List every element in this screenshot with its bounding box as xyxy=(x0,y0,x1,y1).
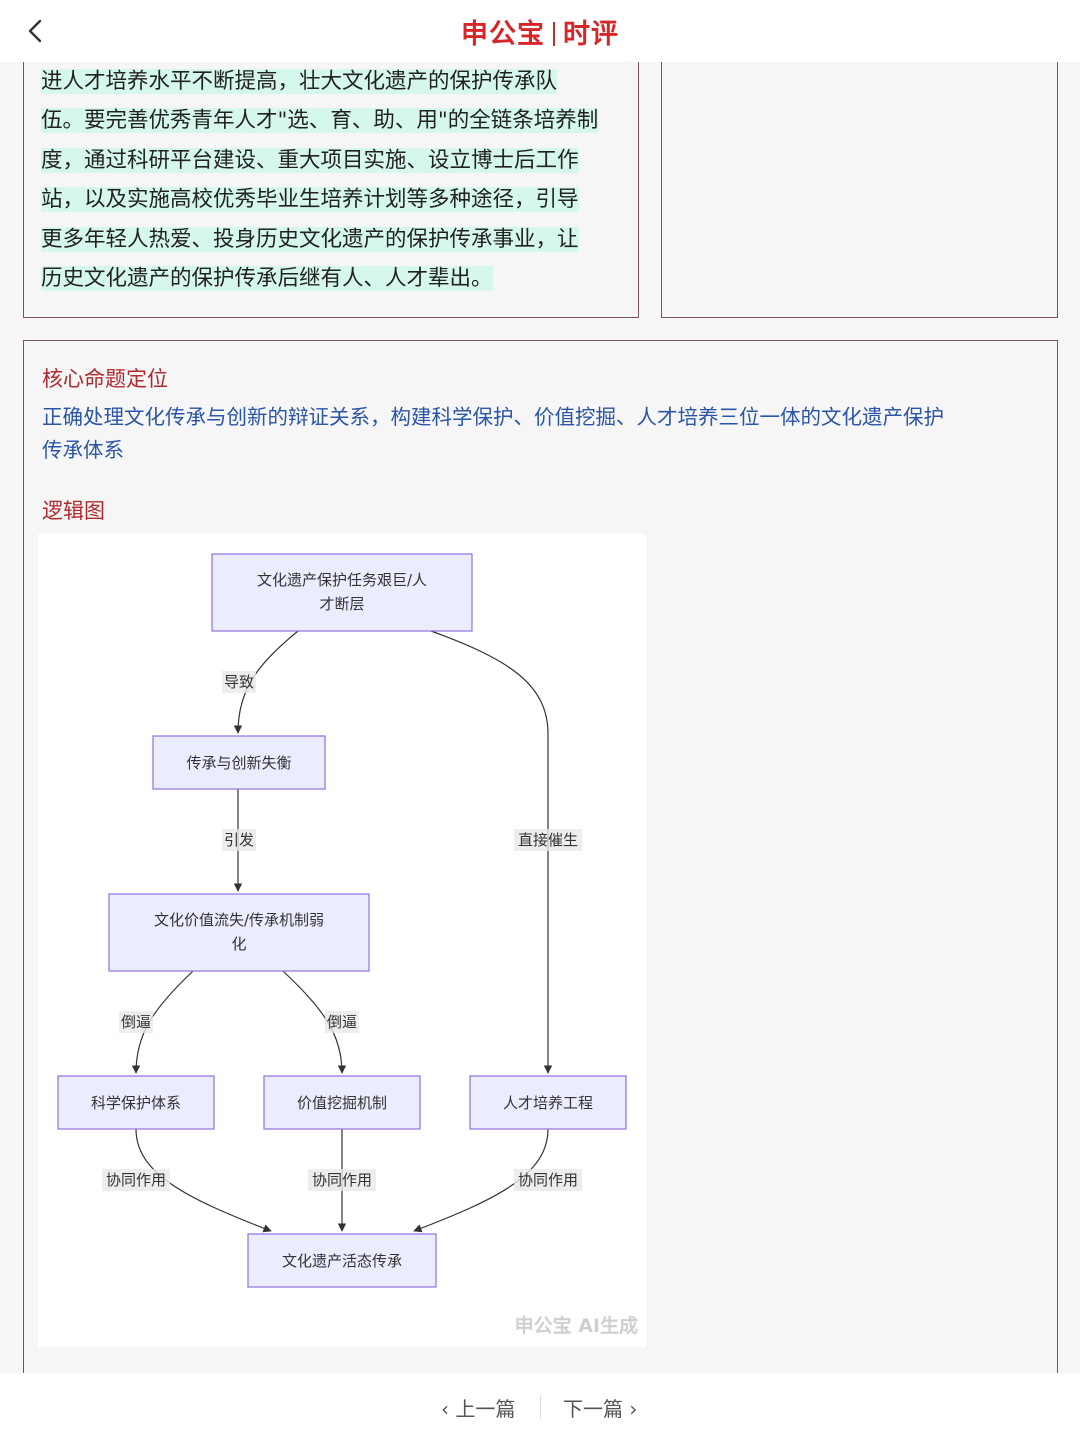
node-heritage-crisis: 文化遗产保护任务艰巨/人 才断层 xyxy=(211,553,473,632)
next-article-button[interactable]: 下一篇 › xyxy=(563,1397,638,1421)
edge-label-text: 直接催生 xyxy=(518,831,578,849)
article-text-card: 进人才培养水平不断提高，壮大文化遗产的保护传承队 伍。要完善优秀青年人才"选、育… xyxy=(23,40,639,318)
node-imbalance: 传承与创新失衡 xyxy=(152,735,326,790)
highlighted-paragraph: 进人才培养水平不断提高，壮大文化遗产的保护传承队 伍。要完善优秀青年人才"选、育… xyxy=(41,62,631,298)
edge-label: 导致 xyxy=(222,671,256,693)
side-card xyxy=(661,40,1058,318)
node-label: 文化遗产保护任务艰巨/人 xyxy=(257,571,427,589)
logic-diagram: 导致 直接催生 引发 倒逼 倒逼 协同作用 xyxy=(38,534,646,1347)
node-label: 传承与创新失衡 xyxy=(186,754,291,772)
paragraph-line: 历史文化遗产的保护传承后继有人、人才辈出。 xyxy=(41,266,493,292)
node-label: 文化遗产活态传承 xyxy=(282,1252,402,1270)
paragraph-line: 更多年轻人热爱、投身历史文化遗产的保护传承事业，让 xyxy=(41,226,579,252)
edge-label-text: 协同作用 xyxy=(518,1171,578,1189)
node-living-heritage: 文化遗产活态传承 xyxy=(247,1233,437,1288)
core-heading: 核心命题定位 xyxy=(42,367,168,391)
app-logo: 申公宝时评 xyxy=(0,12,1080,51)
edge-label-text: 引发 xyxy=(224,831,254,849)
edge-label-text: 倒逼 xyxy=(121,1013,151,1031)
edge-label: 协同作用 xyxy=(514,1169,582,1191)
chevron-left-icon[interactable] xyxy=(20,14,54,48)
logo-section: 时评 xyxy=(563,19,619,50)
edge-label: 协同作用 xyxy=(308,1169,376,1191)
edge-label: 倒逼 xyxy=(119,1011,153,1033)
logic-heading: 逻辑图 xyxy=(42,499,105,523)
edge-label: 倒逼 xyxy=(325,1011,359,1033)
edge-label-text: 协同作用 xyxy=(106,1171,166,1189)
core-text-line: 正确处理文化传承与创新的辩证关系，构建科学保护、价值挖掘、人才培养三位一体的文化… xyxy=(42,405,944,429)
logo-divider xyxy=(553,22,555,46)
paragraph-line: 伍。要完善优秀青年人才"选、育、助、用"的全链条培养制 xyxy=(41,108,599,134)
analysis-card: 核心命题定位 正确处理文化传承与创新的辩证关系，构建科学保护、价值挖掘、人才培养… xyxy=(23,340,1058,1400)
edge-line xyxy=(430,630,553,1074)
paragraph-line: 度，通过科研平台建设、重大项目实施、设立博士后工作 xyxy=(41,147,579,173)
node-label: 才断层 xyxy=(319,595,364,613)
flowchart-svg: 导致 直接催生 引发 倒逼 倒逼 协同作用 xyxy=(57,553,638,1337)
top-bar: 申公宝时评 xyxy=(0,0,1080,62)
node-talent-project: 人才培养工程 xyxy=(469,1075,627,1130)
node-label: 化 xyxy=(231,935,246,953)
bottom-nav: ‹ 上一篇 下一篇 › xyxy=(0,1373,1080,1443)
edge-label: 协同作用 xyxy=(102,1169,170,1191)
paragraph-line: 进人才培养水平不断提高，壮大文化遗产的保护传承队 xyxy=(41,69,558,94)
node-label: 人才培养工程 xyxy=(503,1094,593,1112)
node-label: 价值挖掘机制 xyxy=(297,1094,387,1112)
node-value-loss: 文化价值流失/传承机制弱 化 xyxy=(108,893,370,972)
node-scientific-protection: 科学保护体系 xyxy=(57,1075,215,1130)
ai-watermark: 申公宝 AI生成 xyxy=(515,1314,638,1337)
prev-article-button[interactable]: ‹ 上一篇 xyxy=(441,1397,516,1421)
core-text-line: 传承体系 xyxy=(42,438,124,462)
edge-line xyxy=(135,1128,272,1233)
edge-label: 直接催生 xyxy=(514,829,582,851)
logo-brand: 申公宝 xyxy=(461,19,545,50)
nav-divider xyxy=(540,1395,541,1419)
edge-label-text: 协同作用 xyxy=(312,1171,372,1189)
paragraph-line: 站，以及实施高校优秀毕业生培养计划等多种途径，引导 xyxy=(41,187,579,213)
edge-label-text: 倒逼 xyxy=(327,1013,357,1031)
edge-label: 引发 xyxy=(222,829,256,851)
node-label: 文化价值流失/传承机制弱 xyxy=(154,911,324,929)
edge-line xyxy=(413,1128,549,1233)
node-value-mining: 价值挖掘机制 xyxy=(263,1075,421,1130)
node-label: 科学保护体系 xyxy=(91,1094,181,1112)
core-text: 正确处理文化传承与创新的辩证关系，构建科学保护、价值挖掘、人才培养三位一体的文化… xyxy=(42,401,1042,467)
edge-label-text: 导致 xyxy=(224,673,254,691)
